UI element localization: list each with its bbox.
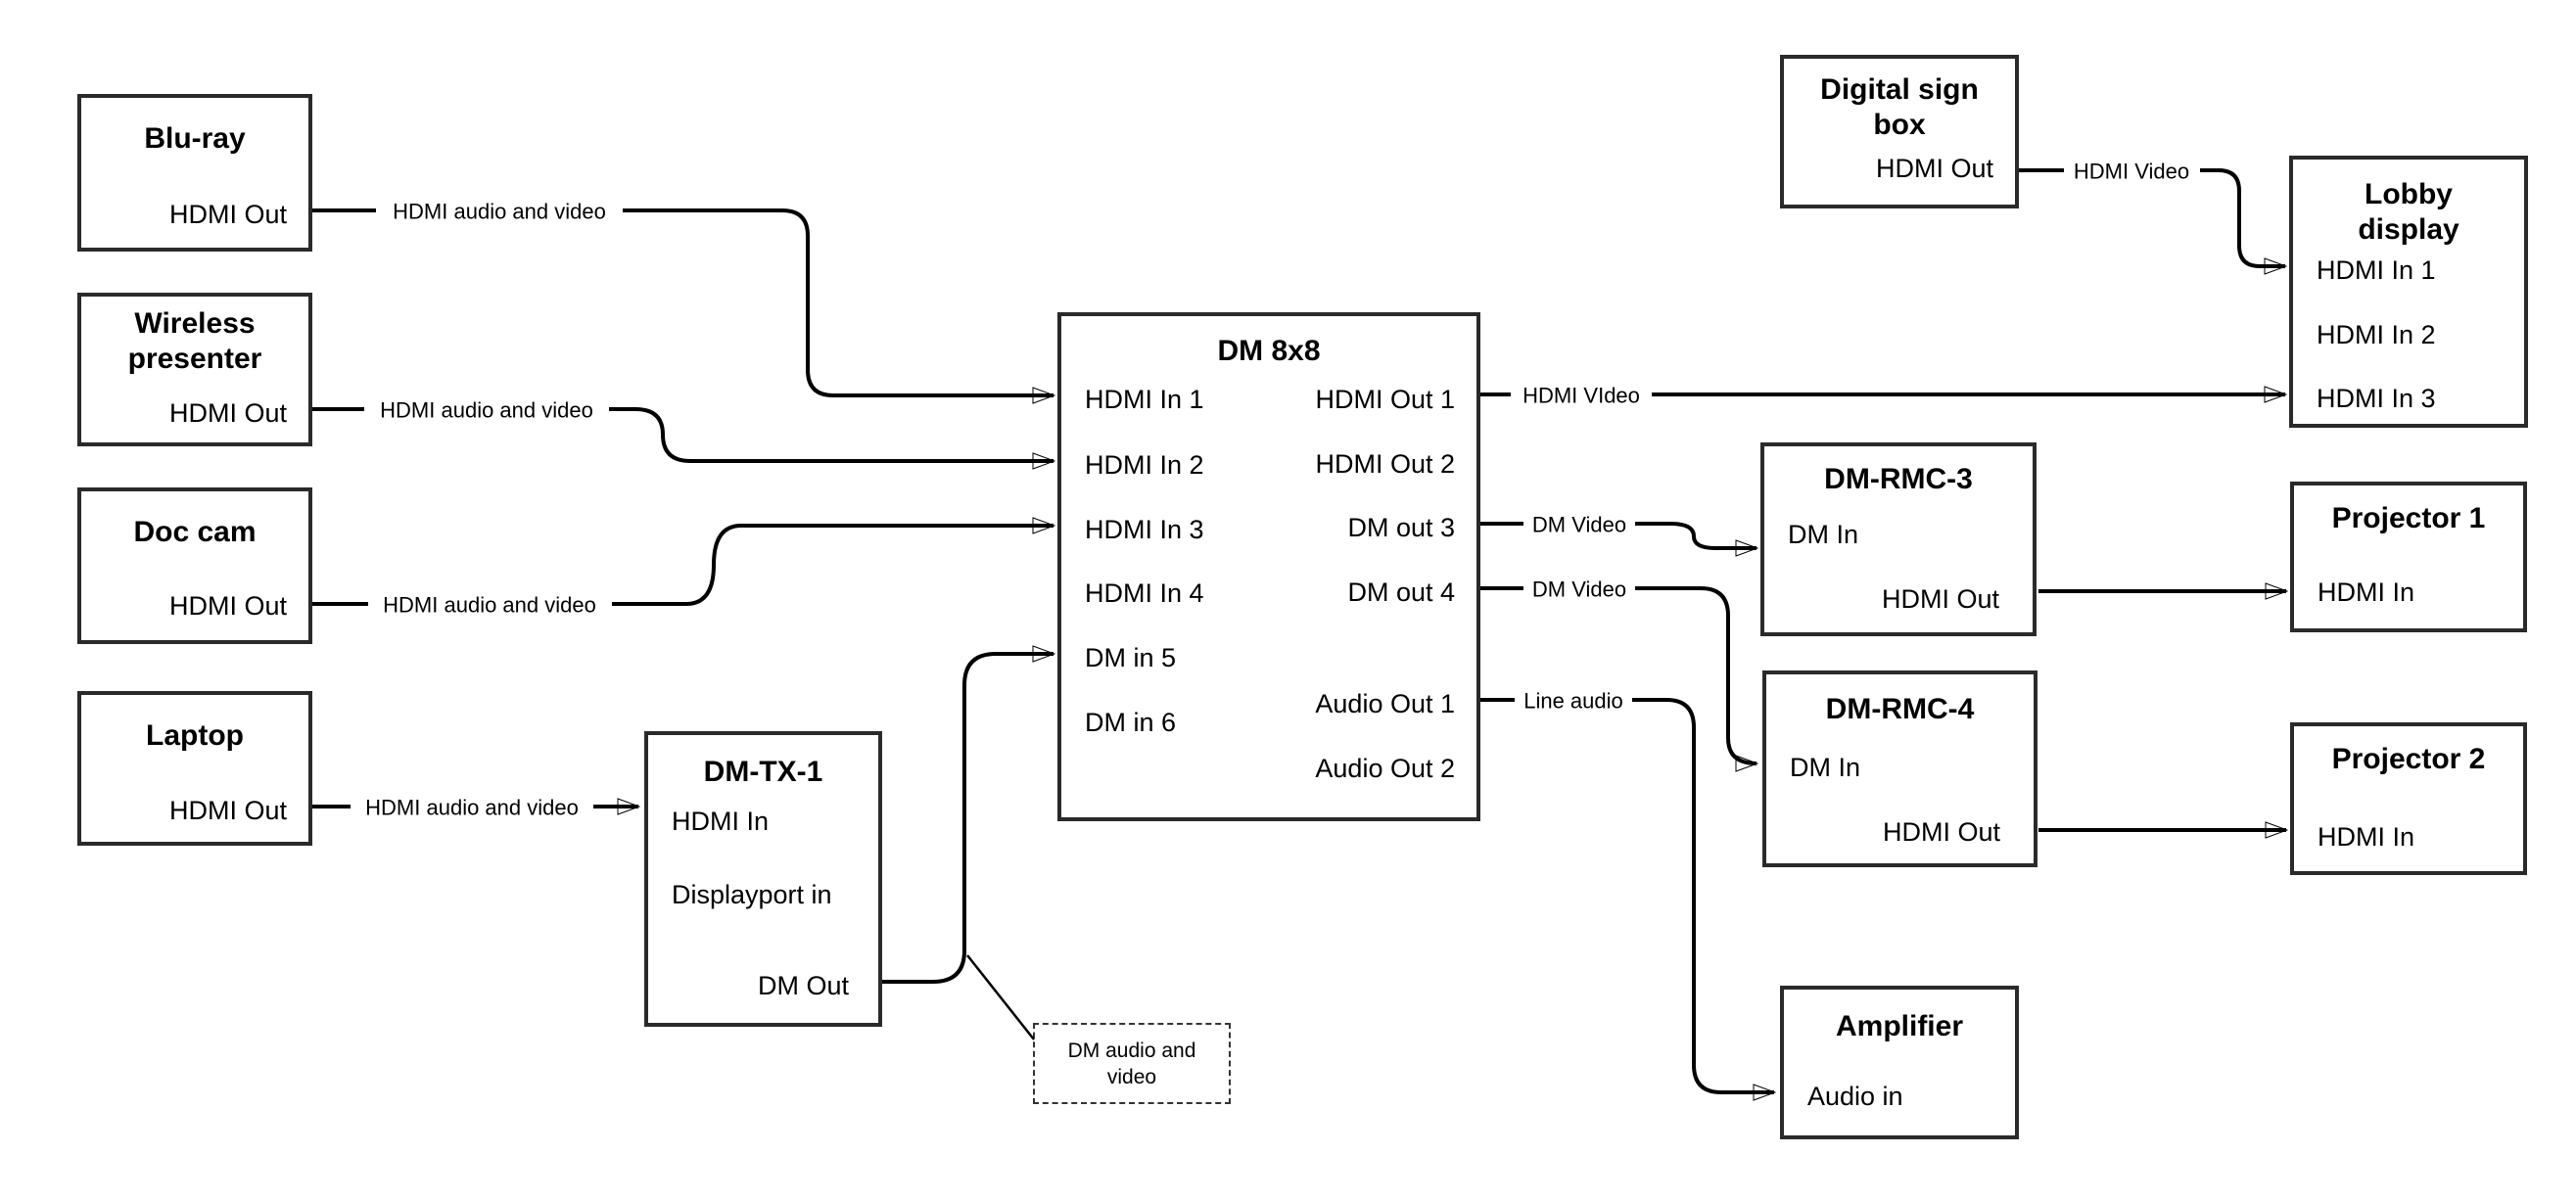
wire-digitalsign-to-lobby-in1 (2019, 168, 2285, 266)
device-box-dm-rmc-4: DM-RMC-4 DM In HDMI Out (1762, 670, 2037, 867)
callout-line-dm-audio-video (966, 954, 1035, 1040)
wire-label-bg (376, 196, 623, 225)
wire-label-doccam-hdmi: HDMI audio and video (383, 593, 596, 618)
box-title-dm-8x8: DM 8x8 (1217, 335, 1321, 367)
port-dm8x8-hdmi-in-4: HDMI In 4 (1085, 578, 1204, 608)
port-laptop-hdmi-out: HDMI Out (168, 796, 287, 825)
box-title-amplifier: Amplifier (1835, 1010, 1964, 1042)
port-dmtx1-displayport-in: Displayport in (672, 880, 832, 909)
port-lobby-hdmi-in-3: HDMI In 3 (2317, 384, 2436, 413)
port-dmrmc3-dm-in: DM In (1788, 520, 1859, 549)
box-title-digital-sign-box: Digital sign box (1820, 73, 1979, 141)
port-dm8x8-hdmi-in-3: HDMI In 3 (1085, 515, 1204, 544)
wire-label-wireless-hdmi: HDMI audio and video (380, 398, 593, 423)
port-proj1-hdmi-in: HDMI In (2318, 577, 2415, 607)
port-bluray-hdmi-out: HDMI Out (168, 200, 287, 229)
wire-label-bg (368, 589, 612, 619)
wire-label-bg (1511, 380, 1652, 409)
wire-label-dm-video-out4: DM Video (1532, 577, 1626, 602)
port-wireless-hdmi-out: HDMI Out (168, 398, 287, 428)
device-box-dm-tx-1: DM-TX-1 HDMI In Displayport in DM Out (644, 731, 882, 1027)
wire-label-bg (351, 792, 593, 821)
device-box-dm-rmc-3: DM-RMC-3 DM In HDMI Out (1760, 442, 2037, 636)
box-title-projector-2: Projector 2 (2331, 743, 2486, 775)
wire-dmtx1-to-dm8x8-in5 (882, 654, 1054, 984)
box-title-dm-tx-1: DM-TX-1 (703, 756, 823, 788)
wire-bluray-to-dm8x8-in1 (312, 208, 1054, 395)
box-title-dm-rmc-4: DM-RMC-4 (1825, 693, 1975, 725)
port-amplifier-audio-in: Audio in (1807, 1082, 1903, 1111)
port-doccam-hdmi-out: HDMI Out (168, 591, 287, 621)
port-lobby-hdmi-in-2: HDMI In 2 (2317, 320, 2436, 349)
wire-label-bg (1523, 509, 1635, 538)
device-box-dm-8x8: DM 8x8 HDMI In 1 HDMI In 2 HDMI In 3 HDM… (1057, 312, 1480, 821)
port-dmrmc4-dm-in: DM In (1790, 753, 1861, 782)
wire-label-line-audio: Line audio (1523, 689, 1623, 714)
port-lobby-hdmi-in-1: HDMI In 1 (2317, 255, 2436, 285)
wire-label-hdmi-video-sign: HDMI Video (2074, 160, 2189, 184)
device-box-projector-2: Projector 2 HDMI In (2290, 722, 2527, 875)
wire-label-hdmi-video-out1: HDMI VIdeo (1522, 384, 1640, 408)
port-digitalsign-hdmi-out: HDMI Out (1875, 154, 1993, 183)
port-dmrmc3-hdmi-out: HDMI Out (1881, 584, 1999, 614)
port-dm8x8-hdmi-out-2: HDMI Out 2 (1315, 449, 1455, 479)
box-title-bluray: Blu-ray (144, 122, 246, 155)
device-box-projector-1: Projector 1 HDMI In (2290, 482, 2527, 632)
box-title-lobby-display: Lobby display (2358, 178, 2459, 246)
box-title-doc-cam: Doc cam (133, 516, 257, 548)
wire-label-bg (2064, 156, 2200, 185)
device-box-lobby-display: Lobby display HDMI In 1 HDMI In 2 HDMI I… (2289, 156, 2528, 428)
port-proj2-hdmi-in: HDMI In (2318, 822, 2415, 852)
note-text: DM audio and video (1067, 1039, 1196, 1088)
port-dmrmc4-hdmi-out: HDMI Out (1882, 817, 2000, 847)
device-box-doc-cam: Doc cam HDMI Out (77, 487, 312, 644)
box-title-laptop: Laptop (146, 719, 244, 752)
box-title-dm-rmc-3: DM-RMC-3 (1824, 463, 1973, 495)
device-box-wireless-presenter: Wireless presenter HDMI Out (77, 293, 312, 446)
port-dmtx1-hdmi-in: HDMI In (672, 807, 770, 836)
device-box-bluray: Blu-ray HDMI Out (77, 94, 312, 252)
wire-label-bg (364, 394, 609, 424)
port-dm8x8-dm-in-5: DM in 5 (1085, 643, 1177, 672)
wire-wireless-to-dm8x8-in2 (312, 407, 1054, 461)
wire-label-bg (1523, 574, 1635, 603)
box-title-wireless-presenter: Wireless presenter (127, 307, 262, 375)
wire-dm8x8-audio1-to-amplifier (1480, 698, 1774, 1092)
wire-label-bg (1515, 685, 1632, 715)
wire-label-dm-video-out3: DM Video (1532, 513, 1626, 537)
wire-dm8x8-out4-to-dmrmc4 (1480, 586, 1756, 763)
port-dmtx1-dm-out: DM Out (757, 971, 849, 1000)
wire-label-laptop-hdmi: HDMI audio and video (365, 796, 579, 820)
port-dm8x8-hdmi-out-1: HDMI Out 1 (1315, 385, 1455, 414)
port-dm8x8-hdmi-in-1: HDMI In 1 (1085, 385, 1204, 414)
box-title-projector-1: Projector 1 (2331, 502, 2486, 534)
device-box-digital-sign-box: Digital sign box HDMI Out (1780, 55, 2019, 208)
device-box-amplifier: Amplifier Audio in (1780, 986, 2019, 1139)
port-dm8x8-dm-in-6: DM in 6 (1085, 708, 1177, 737)
port-dm8x8-hdmi-in-2: HDMI In 2 (1085, 450, 1204, 480)
wire-doccam-to-dm8x8-in3 (312, 526, 1054, 606)
wire-dm8x8-out3-to-dmrmc3 (1480, 522, 1756, 548)
port-dm8x8-audio-out-2: Audio Out 2 (1315, 754, 1455, 783)
port-dm8x8-dm-out-4: DM out 4 (1347, 577, 1455, 607)
device-box-laptop: Laptop HDMI Out (77, 691, 312, 846)
port-dm8x8-audio-out-1: Audio Out 1 (1315, 689, 1455, 718)
wire-label-bluray-hdmi: HDMI audio and video (393, 200, 606, 224)
port-dm8x8-dm-out-3: DM out 3 (1347, 513, 1455, 542)
note-box-dm-audio-video: DM audio and video (1033, 1023, 1231, 1104)
